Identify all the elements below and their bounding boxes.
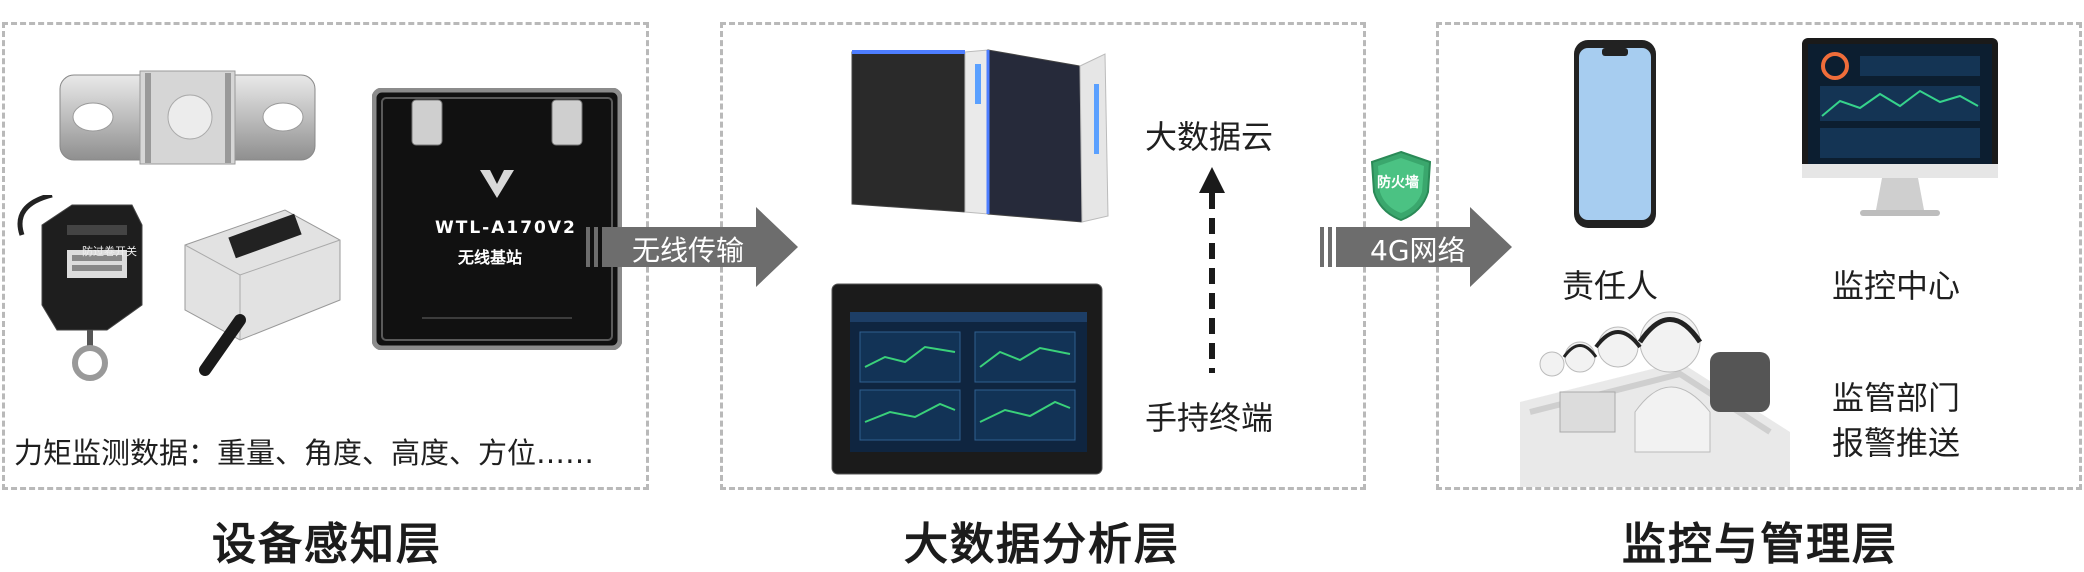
handheld-terminal-image — [831, 283, 1103, 475]
monitoring-layer-title: 监控与管理层 — [1622, 519, 1898, 570]
smartphone-image — [1574, 40, 1656, 228]
wireless-arrow-label: 无线传输 — [632, 234, 745, 267]
wireless-base-station-image — [372, 88, 622, 350]
sensing-layer-title: 设备感知层 — [212, 519, 442, 570]
load-cell-image — [59, 70, 316, 165]
firewall-shield-icon — [1370, 150, 1432, 222]
handheld-terminal-label: 手持终端 — [1145, 399, 1274, 437]
base-station-model: WTL-A170V2 — [435, 218, 577, 238]
alarm-push-label: 报警推送 — [1832, 424, 1961, 462]
base-station-name: 无线基站 — [458, 248, 523, 267]
analysis-layer-title: 大数据分析层 — [904, 519, 1180, 570]
regulatory-department-label: 监管部门 — [1832, 379, 1961, 417]
network-arrow — [1320, 207, 1512, 287]
anti-overwind-switch-image — [17, 195, 143, 381]
network-arrow-label: 4G网络 — [1370, 234, 1466, 267]
call-center-operators-image — [1520, 311, 1790, 487]
cloud-server-image — [851, 49, 1109, 223]
angle-sensor-image — [184, 209, 341, 376]
anti-overwind-switch-label: 防过卷开关 — [82, 245, 137, 258]
monitoring-center-screen-image — [1802, 38, 1998, 216]
big-data-cloud-label: 大数据云 — [1145, 118, 1274, 156]
upward-dashed-arrow — [1199, 167, 1225, 373]
monitoring-data-caption: 力矩监测数据：重量、角度、高度、方位…… — [14, 436, 595, 470]
wireless-arrow — [586, 207, 798, 287]
monitoring-center-label: 监控中心 — [1832, 267, 1961, 305]
responsible-person-label: 责任人 — [1562, 267, 1659, 305]
firewall-label: 防火墙 — [1377, 175, 1419, 191]
